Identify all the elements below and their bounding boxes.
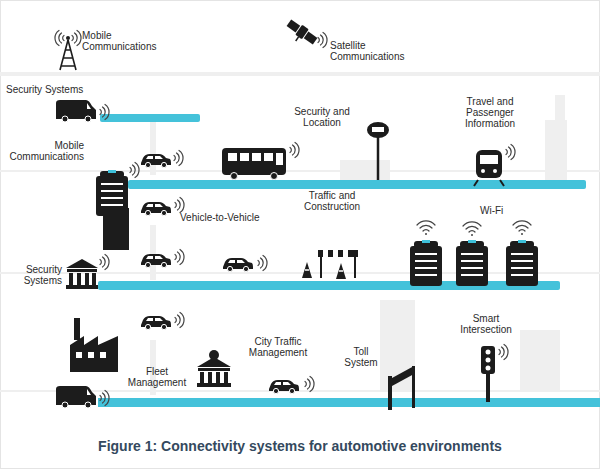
icon-label: Security Systems xyxy=(6,84,116,95)
icon-label: City Traffic Management xyxy=(238,336,318,358)
icon-label: Mobile Communications xyxy=(82,30,172,52)
icon-label: Security and Location xyxy=(284,106,360,128)
icon-label: Travel and Passenger Information xyxy=(448,96,532,129)
icon-label: Vehicle-to-Vehicle xyxy=(180,212,280,223)
icon-label: Security Systems xyxy=(4,264,62,286)
icon-label: Traffic and Construction xyxy=(288,190,376,212)
icon-label: Satellite Communications xyxy=(330,40,420,62)
icon-label: Smart Intersection xyxy=(450,313,522,335)
icon-label: Fleet Management xyxy=(118,366,196,388)
icon-label: Mobile Communications xyxy=(4,140,84,162)
icon-label: Toll System xyxy=(336,346,386,368)
figure-caption: Figure 1: Connectivity systems for autom… xyxy=(0,438,600,454)
icon-label: Wi-Fi xyxy=(480,205,520,216)
